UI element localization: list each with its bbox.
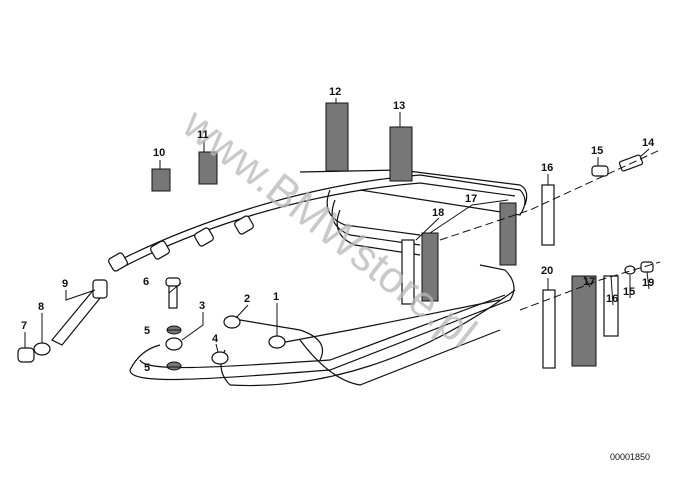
callout-8[interactable]: 8	[38, 301, 44, 313]
callout-5-upper[interactable]: 5	[144, 325, 150, 337]
callout-10[interactable]: 10	[153, 147, 165, 159]
part-20-plate	[542, 289, 556, 369]
part-17-clamp-a-rear	[499, 202, 517, 266]
part-12-clamp	[325, 102, 349, 172]
callout-16-lower[interactable]: 16	[606, 293, 618, 305]
part-4-banjo	[211, 351, 229, 365]
part-16-plate-a	[541, 184, 555, 246]
part-8-washer	[33, 342, 51, 356]
callout-14[interactable]: 14	[642, 137, 655, 149]
part-5-washer-lower	[166, 361, 182, 371]
callout-16-upper[interactable]: 16	[541, 162, 553, 174]
callout-5-lower[interactable]: 5	[144, 362, 150, 374]
callout-6[interactable]: 6	[143, 276, 149, 288]
part-17-clamp-b	[571, 275, 597, 367]
callout-19[interactable]: 19	[642, 277, 654, 289]
part-7-nut	[17, 347, 35, 363]
part-18-bracket	[401, 239, 415, 305]
part-2-banjo	[223, 315, 241, 329]
callout-15-upper[interactable]: 15	[591, 145, 603, 157]
leader-lines	[24, 98, 661, 368]
callout-13[interactable]: 13	[393, 100, 405, 112]
part-15-washer-a	[591, 165, 609, 177]
callout-20[interactable]: 20	[541, 265, 553, 277]
part-9-pipe	[51, 279, 108, 346]
line-nuts	[108, 215, 254, 272]
callout-12[interactable]: 12	[329, 86, 341, 98]
callout-11[interactable]: 11	[197, 129, 209, 141]
callout-2[interactable]: 2	[244, 293, 250, 305]
callout-17-upper[interactable]: 17	[465, 193, 477, 205]
diagram-number: 00001850	[610, 452, 650, 462]
callout-1[interactable]: 1	[273, 291, 279, 303]
part-6-bolt	[165, 277, 181, 309]
callout-18[interactable]: 18	[432, 207, 444, 219]
part-1-banjo	[268, 335, 286, 349]
part-10-clamp	[151, 168, 171, 192]
part-3-banjo	[165, 337, 183, 351]
part-13-clamp	[389, 126, 413, 182]
callout-9[interactable]: 9	[62, 278, 68, 290]
callout-17-lower[interactable]: 17	[583, 276, 595, 288]
callout-3[interactable]: 3	[199, 300, 205, 312]
part-11-clamp	[198, 151, 218, 185]
callout-4[interactable]: 4	[212, 333, 219, 345]
callout-7[interactable]: 7	[21, 320, 27, 332]
callout-15-lower[interactable]: 15	[623, 286, 635, 298]
part-19-nut	[640, 261, 654, 273]
part-16-plate-b	[603, 275, 619, 337]
